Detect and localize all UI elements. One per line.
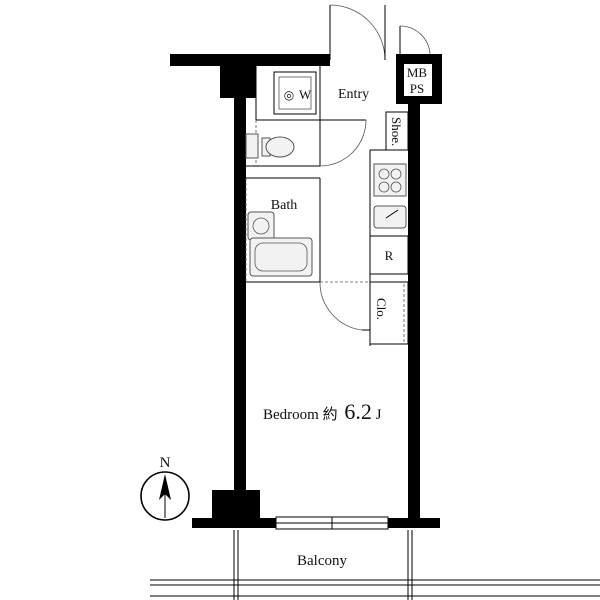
north-compass: N: [140, 455, 190, 521]
toilet-bowl: [265, 136, 295, 158]
shoe-cabinet-box: [385, 111, 409, 151]
bath-label: Bath: [271, 198, 297, 213]
left-wall: [234, 66, 246, 526]
closet-box: [369, 281, 409, 345]
kitchen-sink: [373, 205, 407, 229]
bedroom-label: Bedroom 約 6.2 J: [263, 399, 382, 424]
washer-pan: [273, 71, 317, 115]
compass-ring: [140, 471, 190, 521]
refrigerator-label: R: [385, 248, 394, 263]
mb-ps-wall-left: [396, 54, 404, 102]
bedroom-size: 6.2: [344, 399, 372, 424]
compass-north-label: N: [160, 455, 171, 471]
balcony: [150, 516, 600, 600]
bathtub: [249, 237, 313, 277]
shoe-label: Shoe.: [389, 117, 404, 146]
cooktop: [373, 163, 407, 197]
mb-ps-wall-top: [396, 54, 442, 64]
entry-door: [329, 4, 386, 61]
closet-label: Clo.: [374, 298, 389, 320]
balcony-label: Balcony: [297, 553, 347, 569]
bedroom-prefix: Bedroom 約: [263, 406, 338, 423]
refrigerator-box: [369, 235, 409, 275]
fixtures: [245, 133, 409, 345]
ps-label: PS: [410, 81, 424, 96]
washer-label: W: [299, 87, 312, 102]
labels: ◎ W Entry MB PS Shoe. Bath R Clo. Bedroo…: [263, 65, 427, 569]
mb-door: [399, 25, 431, 55]
entry-label: Entry: [338, 87, 369, 102]
mb-label: MB: [407, 65, 428, 80]
hand-sink: [245, 133, 259, 159]
bedroom-unit: J: [376, 407, 382, 423]
compass-needle-icon: [159, 474, 171, 500]
mb-ps-wall-right: [432, 54, 442, 104]
right-wall: [408, 100, 420, 526]
washer-symbol-icon: ◎: [284, 88, 294, 102]
vanity: [247, 211, 275, 241]
